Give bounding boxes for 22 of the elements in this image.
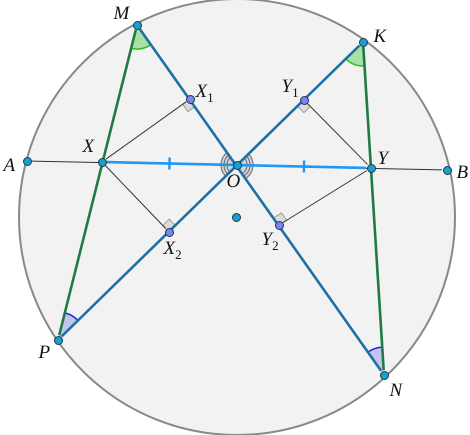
line-segment [106, 101, 186, 160]
line-segment [106, 160, 366, 170]
point-label: M [114, 4, 130, 22]
line-segment [58, 30, 138, 336]
point-label: P [38, 342, 50, 362]
point-label: Y$_{2}$ [262, 230, 279, 252]
point-label: Y [378, 148, 388, 168]
line-segment [307, 103, 368, 165]
line-segment [104, 165, 166, 229]
point-label: B [456, 162, 468, 182]
point-label: Y$_{1}$ [282, 76, 299, 98]
line-segment [138, 28, 382, 372]
point-label: K [374, 26, 386, 46]
line-segment [60, 44, 360, 338]
point-label: X$_{2}$ [164, 238, 182, 260]
point-label: O [226, 172, 240, 190]
point-label: N [390, 380, 402, 400]
point-label: X [82, 136, 94, 156]
line-segment [282, 170, 368, 223]
line-segment [362, 46, 385, 370]
point-label: X$_{1}$ [196, 82, 214, 104]
point-label: A [4, 156, 16, 174]
